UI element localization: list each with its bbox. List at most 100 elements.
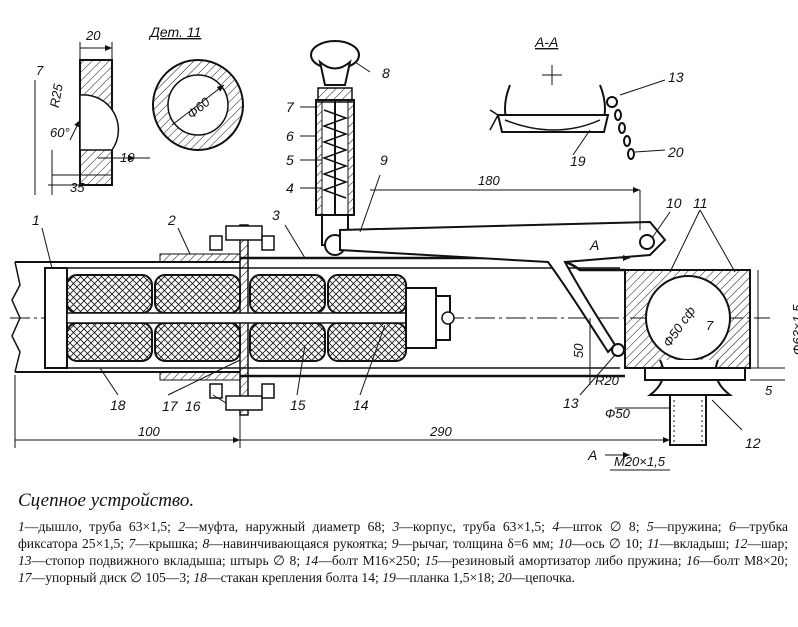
legend-item-text: пружина; (667, 519, 722, 534)
section-marker-top: А (589, 237, 599, 253)
legend-item-number: 12 (733, 536, 748, 551)
legend-item: 3—корпус, труба 63×1,5; (392, 519, 545, 534)
dim-100: 100 (138, 424, 160, 439)
legend-item-text: вкладыш; (673, 536, 730, 551)
part-11-label: 11 (693, 195, 708, 211)
section-a-a: А-А 13 20 19 (489, 34, 684, 169)
dim-50: 50 (571, 343, 586, 358)
part-5-label: 5 (286, 152, 294, 168)
section-title: А-А (534, 34, 558, 50)
legend-item: 18—стакан крепления болта 14; (193, 570, 379, 585)
legend-item-text: упорный диск ∅ 105—3; (45, 570, 190, 585)
dim-10: 10 (120, 150, 135, 165)
dim-35: 35 (70, 180, 85, 195)
legend-item-number: 17 (18, 570, 32, 585)
dim-phi63: Ф63×1,5 (790, 304, 798, 355)
parts-legend: 1—дышло, труба 63×1,5; 2—муфта, наружный… (18, 518, 788, 586)
dim-phi50: Ф50 (605, 406, 631, 421)
legend-item-number: 11 (647, 536, 660, 551)
legend-item: 1—дышло, труба 63×1,5; (18, 519, 171, 534)
legend-item-number: 19 (382, 570, 396, 585)
legend-item-text: муфта, наружный диаметр 68; (198, 519, 386, 534)
legend-item: 6—трубка фиксатора 25×1,5; (18, 519, 789, 551)
dim-20: 20 (85, 28, 101, 43)
legend-item: 20—цепочка. (498, 570, 575, 585)
legend-item-number: 5 (646, 519, 654, 534)
part-2-label: 2 (167, 212, 176, 228)
part-8-label: 8 (382, 65, 390, 81)
detail-11-title: Дет. 11 (148, 24, 201, 40)
legend-item-number: 16 (686, 553, 700, 568)
legend-item-number: 15 (424, 553, 439, 568)
fixator-assembly: 8 7 6 5 4 (286, 40, 390, 256)
part-14-label: 14 (353, 397, 369, 413)
legend-item: 14—болт М16×250; (304, 553, 421, 568)
legend-item-number: 10 (558, 536, 572, 551)
dim-180: 180 (478, 173, 500, 188)
dim-angle-60: 60° (50, 125, 70, 140)
dim-m20: М20×1,5 (614, 454, 666, 469)
legend-item-number: 20 (498, 570, 512, 585)
legend-item-text: болт М16×250; (331, 553, 421, 568)
section-marker-bottom: А (587, 447, 597, 463)
part-4-label: 4 (286, 180, 294, 196)
part-20-label: 20 (667, 144, 684, 160)
legend-item: 13—стопор подвижного вкладыша; штырь ∅ 8… (18, 553, 301, 568)
legend-item-text: планка 1,5×18; (409, 570, 495, 585)
legend-item: 2—муфта, наружный диаметр 68; (178, 519, 386, 534)
legend-item-text: рычаг, толщина δ=6 мм; (412, 536, 554, 551)
detail-11-view: 20 R25 60° 10 35 7 Дет. 11 Ф60 (34, 24, 244, 195)
legend-item: 17—упорный диск ∅ 105—3; (18, 570, 190, 585)
legend-item-text: шток ∅ 8; (572, 519, 640, 534)
legend-item: 9—рычаг, толщина δ=6 мм; (391, 536, 554, 551)
legend-item: 8—навинчивающаяся рукоятка; (202, 536, 388, 551)
legend-item: 19—планка 1,5×18; (382, 570, 495, 585)
legend-item-number: 6 (728, 519, 736, 534)
part-7-label: 7 (286, 99, 295, 115)
legend-item: 16—болт М8×20; (686, 553, 788, 568)
legend-item: 7—крышка; (128, 536, 199, 551)
legend-item-number: 13 (18, 553, 32, 568)
legend-item-number: 9 (391, 536, 399, 551)
legend-item-number: 2 (178, 519, 186, 534)
legend-item-text: корпус, труба 63×1,5; (412, 519, 545, 534)
part-13-label-section: 13 (668, 69, 684, 85)
part-leaders: 1 2 3 9 10 11 12 13 14 15 16 17 18 (32, 152, 761, 451)
part-12-label: 12 (745, 435, 761, 451)
part-9-label: 9 (380, 152, 388, 168)
legend-item-text: болт М8×20; (713, 553, 788, 568)
legend-item-text: ось ∅ 10; (585, 536, 643, 551)
legend-item: 12—шар; (733, 536, 789, 551)
legend-item-number: 1 (18, 519, 25, 534)
legend-item-number: 3 (392, 519, 400, 534)
legend-item: 10—ось ∅ 10; (558, 536, 643, 551)
dim-5: 5 (765, 383, 773, 398)
part-1-label: 1 (32, 212, 40, 228)
legend-item: 5—пружина; (646, 519, 722, 534)
part-3-label: 3 (272, 207, 280, 223)
part-10-label: 10 (666, 195, 682, 211)
legend-item-text: дышло, труба 63×1,5; (38, 519, 171, 534)
legend-item-text: резиновый амортизатор либо пружина; (451, 553, 682, 568)
part-15-label: 15 (290, 397, 306, 413)
roughness-7b: 7 (706, 318, 714, 333)
coupling-drawing: 20 R25 60° 10 35 7 Дет. 11 Ф60 8 7 6 5 4 (10, 24, 798, 471)
figure-caption: Сцепное устройство. 1—дышло, труба 63×1,… (18, 490, 788, 586)
legend-item-text: трубка фиксатора 25×1,5; (18, 519, 789, 551)
legend-item-number: 8 (202, 536, 210, 551)
legend-item-number: 14 (304, 553, 319, 568)
caption-title: Сцепное устройство. (18, 490, 195, 511)
dim-r25: R25 (47, 82, 66, 109)
main-assembly (10, 220, 770, 446)
part-13-label: 13 (563, 395, 579, 411)
part-16-label: 16 (185, 398, 201, 414)
legend-item-text: шар; (760, 536, 789, 551)
legend-item: 4—шток ∅ 8; (552, 519, 640, 534)
legend-item: 11—вкладыш; (647, 536, 730, 551)
part-17-label: 17 (162, 398, 179, 414)
legend-item-text: навинчивающаяся рукоятка; (222, 536, 388, 551)
legend-item-number: 4 (552, 519, 560, 534)
legend-item-text: стопор подвижного вкладыша; штырь ∅ 8; (45, 553, 301, 568)
dim-290: 290 (429, 424, 452, 439)
legend-item-text: крышка; (148, 536, 199, 551)
